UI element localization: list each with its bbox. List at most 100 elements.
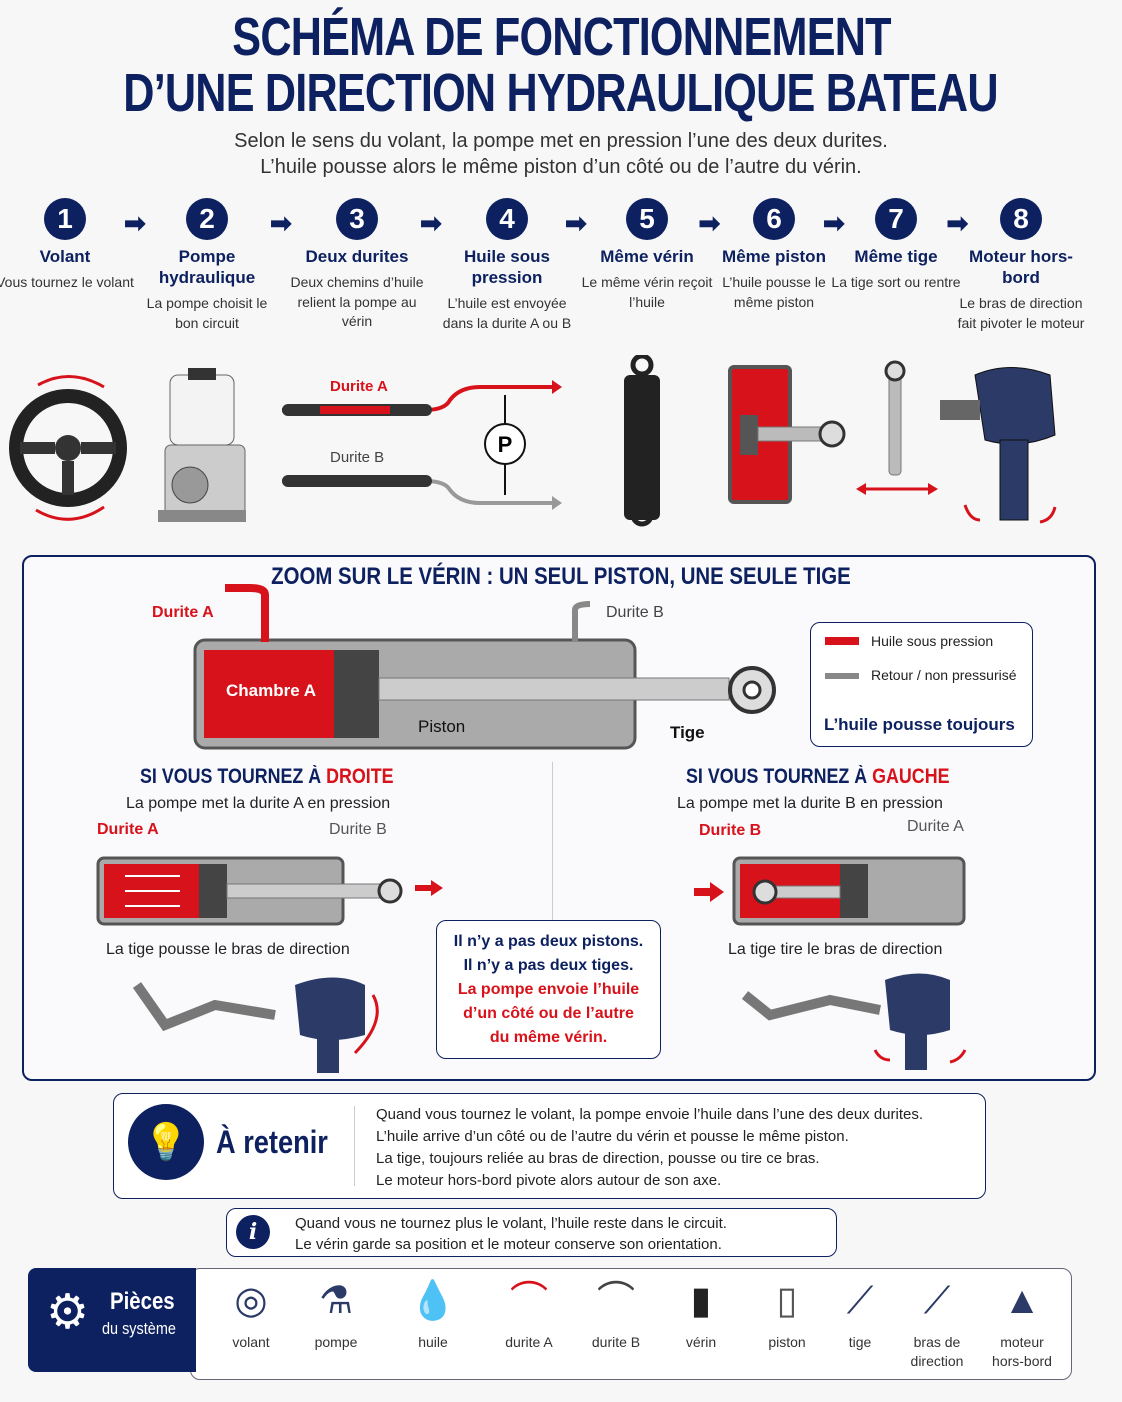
part-1-icon: ⚗	[318, 1280, 354, 1322]
piston-label: Piston	[418, 717, 465, 736]
parts-bar	[190, 1268, 1072, 1380]
part-8-icon: ⟋	[923, 1280, 951, 1322]
part-label: bras de direction	[910, 1334, 964, 1369]
note-line: Il n’y a pas deux tiges.	[463, 957, 634, 974]
arrow-right-icon: ➡	[124, 208, 146, 238]
right-turn-caption: La tige pousse le bras de direction	[106, 941, 350, 958]
steering-wheel-illustration	[9, 375, 127, 521]
part-item: ▲moteur hors-bord	[982, 1275, 1062, 1371]
step-desc: Le même vérin reçoit l’huile	[581, 274, 713, 310]
part-7-icon: ⟋	[846, 1280, 874, 1322]
page-title: SCHÉMA DE FONCTIONNEMENT	[231, 7, 891, 67]
hose-b-label: Durite B	[330, 449, 384, 466]
arrow-right-icon: ➡	[270, 208, 292, 238]
parts-subtitle: du système	[102, 1319, 176, 1338]
step-number-badge: 3	[336, 198, 378, 240]
pressure-arrow-icon	[825, 637, 859, 645]
step-desc: Vous tournez le volant	[0, 274, 134, 290]
arrow-right-icon: ➡	[823, 208, 845, 238]
subtitle-line1: Selon le sens du volant, la pompe met en…	[234, 130, 888, 152]
step-desc: La tige sort ou rentre	[831, 274, 961, 290]
part-0-icon: ◎	[234, 1280, 268, 1322]
rod-label: Tige	[670, 723, 705, 742]
step-desc: La pompe choisit le bon circuit	[146, 295, 268, 331]
part-item: ▯piston	[747, 1275, 827, 1352]
right-durite-a: Durite A	[97, 821, 159, 838]
retenir-title: À retenir	[216, 1124, 328, 1160]
parts-title: Pièces	[110, 1288, 175, 1315]
part-2-icon: 💧	[409, 1280, 457, 1322]
parts-header: ⚙ Pièces du système	[28, 1268, 196, 1372]
info-text: Quand vous ne tournez plus le volant, l’…	[295, 1215, 727, 1253]
step-number-badge: 6	[753, 198, 795, 240]
part-label: pompe	[314, 1334, 358, 1350]
part-label: volant	[232, 1334, 270, 1350]
step-number-badge: 2	[186, 198, 228, 240]
return-arrow-icon	[825, 673, 859, 679]
left-durite-b: Durite B	[699, 822, 762, 839]
left-turn-caption: La tige tire le bras de direction	[728, 941, 943, 958]
gear-icon: ⚙	[46, 1286, 90, 1339]
zoom-durite-b-label: Durite B	[606, 604, 664, 621]
hoses-illustration: Durite A Durite B P	[282, 378, 562, 510]
legend-pressure: Huile sous pression	[871, 633, 994, 649]
left-turn-desc: La pompe met la durite B en pression	[677, 795, 943, 812]
step-desc: Deux chemins d’huile relient la pompe au…	[290, 274, 424, 329]
part-label: vérin	[685, 1334, 717, 1350]
center-note-box: Il n’y a pas deux pistons. Il n’y a pas …	[436, 920, 661, 1059]
part-item: ▮ vérin	[661, 1275, 741, 1352]
right-turn-cylinder	[96, 856, 443, 926]
part-3-icon: ⌒	[509, 1280, 548, 1322]
info-icon: i	[236, 1215, 270, 1249]
illustrations-row: Durite A Durite B P	[9, 355, 1057, 527]
divider	[552, 762, 553, 922]
arrow-right-icon: ➡	[420, 208, 442, 238]
zoom-title: ZOOM SUR LE VÉRIN : UN SEUL PISTON, UNE …	[271, 563, 851, 590]
lightbulb-icon: 💡	[128, 1104, 204, 1180]
subtitle-line2: L’huile pousse alors le même piston d’un…	[260, 156, 862, 178]
legend-return: Retour / non pressurisé	[871, 667, 1017, 683]
step-desc: L’huile est envoyée dans la durite A ou …	[442, 295, 572, 331]
right-steering-arm-motor	[132, 977, 379, 1073]
step-title: Même vérin	[600, 247, 694, 266]
part-label: tige	[848, 1334, 872, 1350]
left-steering-arm-motor	[741, 973, 967, 1070]
part-item: ⟋ tige	[820, 1275, 900, 1352]
page-title-line2: D’UNE DIRECTION HYDRAULIQUE BATEAU	[123, 63, 999, 123]
zoom-cylinder-diagram: Chambre A Piston Tige	[193, 584, 776, 750]
step-title: Deux durites	[305, 247, 409, 266]
left-durite-a: Durite A	[907, 818, 964, 835]
part-5-icon: ▮	[690, 1280, 712, 1322]
hose-a-label: Durite A	[330, 378, 388, 395]
part-label: durite A	[505, 1334, 553, 1350]
part-item: ⚗ pompe	[296, 1275, 376, 1352]
left-turn-title: SI VOUS TOURNEZ À GAUCHE	[686, 765, 950, 788]
part-6-icon: ▯	[776, 1280, 798, 1322]
part-item: ◎ volant	[211, 1275, 291, 1352]
step-number-badge: 1	[44, 198, 86, 240]
note-line: du même vérin.	[489, 1029, 608, 1046]
step-desc: Le bras de direction fait pivoter le mot…	[957, 295, 1085, 331]
part-item: 💧huile	[393, 1275, 473, 1352]
right-turn-title: SI VOUS TOURNEZ À DROITE	[140, 765, 394, 788]
rod-illustration	[856, 360, 938, 495]
step-title: Moteur hors-bord	[969, 247, 1073, 287]
part-label: durite B	[591, 1334, 641, 1350]
step-title: Pompe hydraulique	[158, 247, 256, 287]
step-number-badge: 8	[1000, 198, 1042, 240]
step-number-badge: 4	[486, 198, 528, 240]
info-box: i Quand vous ne tournez plus le volant, …	[226, 1208, 837, 1257]
note-line: La pompe envoie l’huile	[457, 981, 640, 998]
part-4-icon: ⌒	[596, 1280, 635, 1322]
cylinder-illustration	[624, 355, 660, 527]
pump-symbol: P	[498, 432, 513, 457]
part-9-icon: ▲	[1003, 1280, 1041, 1322]
right-turn-desc: La pompe met la durite A en pression	[126, 795, 391, 812]
